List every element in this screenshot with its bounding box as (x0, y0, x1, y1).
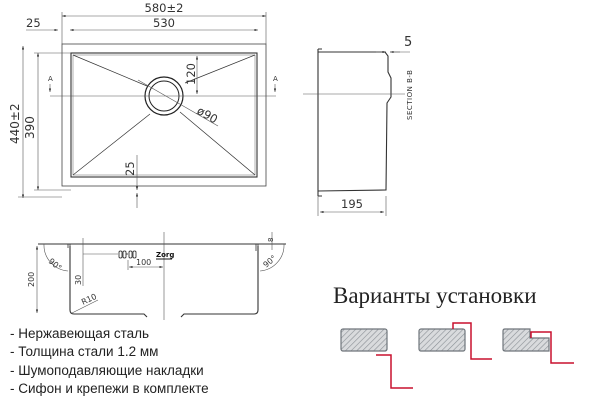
dim-overall-height: 440±2 (8, 103, 22, 144)
top-view: 580±2 530 25 ø90 120 A A 440±2 (8, 1, 278, 208)
dim-angle-left: 90° (47, 257, 64, 273)
dim-top-offset: 5 (404, 35, 412, 50)
feature-item: - Шумоподавляющие накладки (10, 362, 204, 378)
dim-inner-width: 530 (153, 16, 175, 30)
section-label: SECTION B-B (406, 70, 414, 120)
dim-depth: 195 (341, 197, 363, 211)
variant-undermount (340, 328, 413, 389)
feature-item: - Нержавеющая сталь (10, 326, 150, 341)
dim-drain-offset: 120 (184, 63, 198, 85)
side-view: 5 SECTION B-B 195 (303, 35, 414, 216)
dim-flange-thickness: 8 (267, 238, 275, 242)
dim-bottom-offset: 25 (123, 161, 137, 176)
dim-inner-height: 390 (23, 116, 37, 139)
dim-angle-right: 90° (262, 254, 279, 270)
section-marker-right: A (273, 75, 278, 83)
dim-drain-diameter: ø90 (195, 103, 221, 126)
dim-flange: 25 (26, 16, 41, 30)
variant-flush (502, 328, 574, 364)
front-section: 90° 90° 200 8 30 100 Zorg R10 (27, 232, 286, 320)
installation-variants (340, 322, 574, 389)
installation-title: Варианты установки (333, 283, 537, 308)
section-marker-left: A (48, 75, 53, 83)
variant-overmount (418, 322, 492, 360)
dim-overflow-height: 30 (74, 275, 83, 285)
dim-overflow-offset: 100 (136, 258, 151, 267)
feature-item: - Толщина стали 1.2 мм (10, 344, 159, 360)
feature-item: - Сифон и крепежи в комплекте (10, 380, 209, 396)
brand-logo: Zorg (156, 251, 174, 259)
dim-overall-width: 580±2 (145, 1, 184, 15)
features-list: - Нержавеющая сталь - Толщина стали 1.2 … (10, 325, 209, 398)
dim-height: 200 (27, 272, 36, 287)
